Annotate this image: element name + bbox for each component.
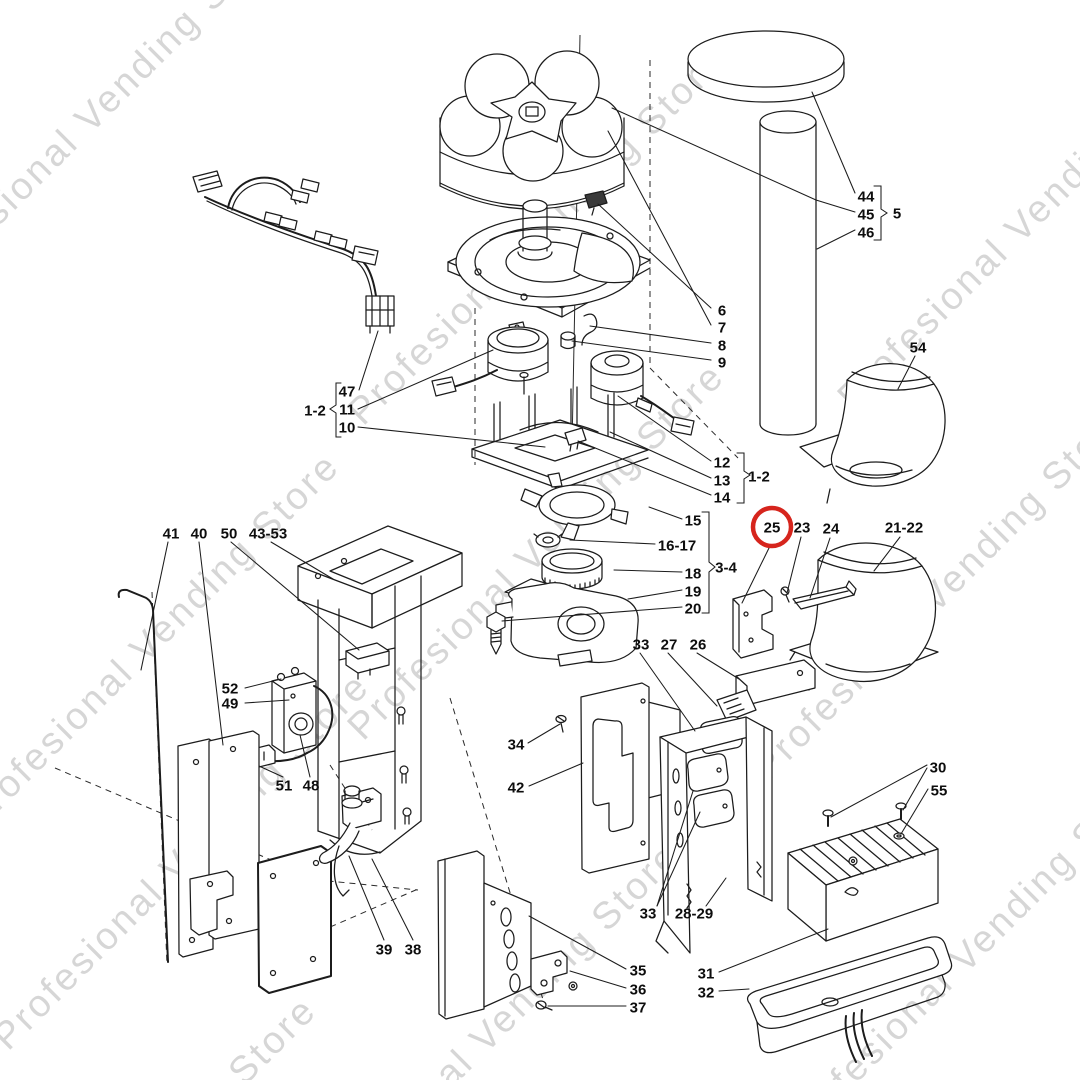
part-mounting-plate-drawing — [471, 350, 695, 490]
part-label: 15 — [685, 512, 702, 529]
part-label: 51 — [276, 777, 293, 794]
part-tray-drawing — [746, 936, 953, 1063]
part-label: 31 — [698, 965, 715, 982]
part-label: 50 — [221, 525, 238, 542]
part-label: 38 — [405, 941, 422, 958]
part-side-panels-drawing — [177, 730, 332, 994]
leader-lines — [140, 91, 929, 1007]
part-wiring-harness-drawing — [192, 170, 395, 334]
part-turntable-drawing — [447, 199, 651, 318]
group-braces — [329, 185, 888, 614]
part-label: 48 — [303, 777, 320, 794]
part-label: 32 — [698, 984, 715, 1001]
part-label: 46 — [858, 224, 875, 241]
part-funnel-upper-drawing — [799, 363, 946, 504]
part-frame-drawing — [297, 525, 463, 855]
part-toothed-ring-drawing — [541, 548, 603, 590]
part-label: 8 — [718, 337, 726, 354]
part-label: 37 — [630, 999, 647, 1016]
part-label: 7 — [718, 319, 726, 336]
part-motor-left-drawing — [431, 321, 549, 397]
exploded-drawing — [117, 30, 953, 1063]
part-label: 49 — [222, 695, 239, 712]
part-grill-drawing — [787, 802, 939, 942]
part-brew-chamber-drawing — [486, 578, 639, 667]
part-product-canister-drawing — [439, 50, 625, 210]
part-housing-drawing — [655, 716, 773, 954]
part-label: 1-2 — [304, 402, 326, 419]
part-panel-35-drawing — [437, 850, 578, 1020]
part-label: 27 — [661, 636, 678, 653]
part-label: 11 — [339, 401, 355, 418]
part-piston-column-drawing — [687, 30, 845, 436]
part-label: 20 — [685, 600, 702, 617]
part-label: 44 — [858, 188, 875, 205]
part-label: 33 — [640, 905, 657, 922]
part-label: 36 — [630, 981, 647, 998]
part-label: 41 — [163, 525, 180, 542]
part-label: 42 — [508, 779, 525, 796]
part-label: 5 — [893, 205, 901, 222]
part-label: 33 — [633, 636, 650, 653]
watermark-text: Profesional Vending Store — [0, 0, 293, 308]
part-label: 39 — [376, 941, 393, 958]
part-label: 9 — [718, 354, 726, 371]
part-support-ring-drawing — [520, 472, 629, 541]
part-label: 3-4 — [715, 559, 737, 576]
part-label: 30 — [930, 759, 947, 776]
part-label: 24 — [823, 520, 840, 537]
part-label: 14 — [714, 489, 731, 506]
part-label: 23 — [794, 519, 811, 536]
part-label: 26 — [690, 636, 707, 653]
part-latch-lever-drawing — [318, 785, 382, 897]
part-microswitch-drawing — [584, 190, 608, 216]
part-label: 16-17 — [658, 537, 696, 554]
part-label: 35 — [630, 962, 647, 979]
part-relay-drawing — [345, 642, 390, 680]
highlight-circle — [750, 505, 794, 549]
part-label: 54 — [910, 339, 927, 356]
part-label: 55 — [931, 782, 948, 799]
part-label: 12 — [714, 454, 731, 471]
part-label: 19 — [685, 583, 702, 600]
part-label: 6 — [718, 302, 726, 319]
part-cap-drawing — [533, 532, 563, 548]
part-label: 25 — [764, 519, 781, 536]
part-label: 45 — [858, 206, 875, 223]
part-label: 43-53 — [249, 525, 287, 542]
part-funnel-lower-drawing — [789, 542, 939, 691]
part-label: 13 — [714, 472, 731, 489]
part-solenoid-drawing — [265, 666, 334, 763]
watermark-text: Profesional Vending Store — [0, 445, 348, 838]
part-label: 18 — [685, 565, 702, 582]
part-label: 40 — [191, 525, 208, 542]
part-label: 47 — [339, 383, 356, 400]
part-label: 28-29 — [675, 905, 713, 922]
part-wire-rod-drawing — [117, 588, 169, 963]
part-label: 1-2 — [748, 468, 770, 485]
part-label: 21-22 — [885, 519, 923, 536]
part-label: 10 — [339, 419, 356, 436]
part-label: 52 — [222, 680, 239, 697]
part-label: 34 — [508, 736, 525, 753]
